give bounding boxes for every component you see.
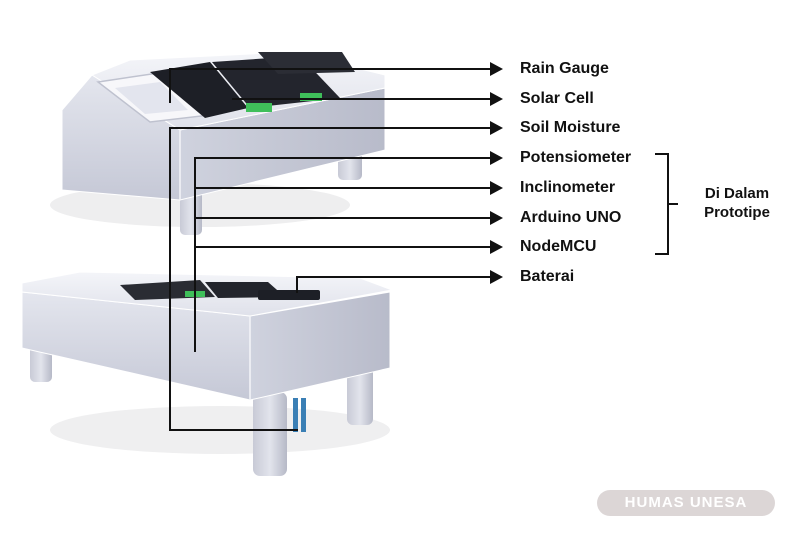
label-potensiometer: Potensiometer <box>520 149 632 166</box>
rain-gauge-inner <box>115 82 188 114</box>
arrow-solar-cell <box>490 92 503 106</box>
watermark: HUMAS UNESA <box>597 490 775 516</box>
leader-baterai <box>296 276 492 293</box>
label-solar-cell: Solar Cell <box>520 90 594 107</box>
bottom-leg-front-right <box>253 392 287 476</box>
leader-potensiometer <box>194 157 492 352</box>
label-arduino-uno: Arduino UNO <box>520 209 622 226</box>
label-baterai: Baterai <box>520 268 575 285</box>
label-inclinometer: Inclinometer <box>520 179 616 196</box>
arrow-baterai <box>490 270 503 284</box>
group-label-line1: Di Dalam <box>704 185 770 202</box>
green-module-1 <box>246 103 272 112</box>
arrow-soil-moisture <box>490 121 503 135</box>
leader-rain-gauge <box>169 68 492 103</box>
arrow-nodemcu <box>490 240 503 254</box>
soil-probe-left <box>293 398 298 432</box>
label-nodemcu: NodeMCU <box>520 238 597 255</box>
arrowheads <box>490 62 503 284</box>
arrow-inclinometer <box>490 181 503 195</box>
label-soil-moisture: Soil Moisture <box>520 119 621 136</box>
arrow-arduino-uno <box>490 211 503 225</box>
soil-probe-right <box>301 398 306 432</box>
arrow-rain-gauge <box>490 62 503 76</box>
group-label-line2: Prototipe <box>704 204 770 221</box>
top-unit <box>50 51 386 235</box>
group-bracket <box>655 153 669 255</box>
label-rain-gauge: Rain Gauge <box>520 60 609 77</box>
bottom-unit <box>21 271 394 476</box>
green-module-2 <box>300 93 322 101</box>
leader-lines <box>169 68 492 431</box>
battery-block <box>258 290 320 300</box>
leader-soil-moisture <box>169 127 492 431</box>
arrow-potensiometer <box>490 151 503 165</box>
solar-panel-main <box>150 62 248 118</box>
group-label: Di Dalam Prototipe <box>682 184 792 222</box>
